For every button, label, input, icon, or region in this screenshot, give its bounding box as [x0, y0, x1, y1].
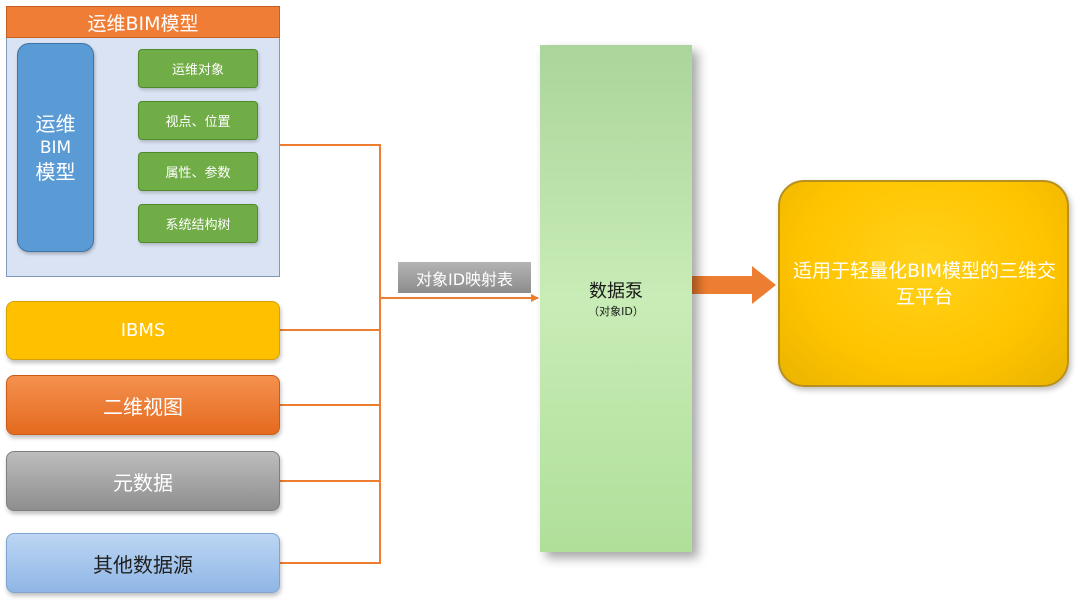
bim-core-box: 运维 BIM 模型 — [17, 43, 94, 252]
bim-item-ops-object: 运维对象 — [138, 49, 258, 88]
data-pump-box — [540, 45, 692, 552]
bim-core-line2: BIM — [39, 137, 72, 158]
other-to-bus-line — [280, 298, 381, 564]
bim-core-line1: 运维 — [35, 111, 76, 136]
bim-to-bus-line — [280, 144, 381, 298]
bim-item-system-tree: 系统结构树 — [138, 204, 258, 243]
bim-item-attributes: 属性、参数 — [138, 152, 258, 191]
ibms-box: IBMS — [6, 301, 280, 360]
other-sources-box: 其他数据源 — [6, 533, 280, 593]
platform-box — [778, 180, 1069, 387]
pump-to-platform-arrow — [692, 266, 776, 304]
mapping-table-label: 对象ID映射表 — [398, 262, 531, 293]
data-pump-subtitle: （对象ID） — [588, 305, 644, 318]
platform-text: 适用于轻量化BIM模型的三维交互平台 — [792, 260, 1057, 308]
view2d-box: 二维视图 — [6, 375, 280, 435]
bim-item-viewpoint: 视点、位置 — [138, 101, 258, 140]
data-pump-title: 数据泵 — [589, 281, 643, 302]
metadata-box: 元数据 — [6, 451, 280, 511]
bim-panel-title: 运维BIM模型 — [6, 6, 280, 38]
bim-core-line3: 模型 — [35, 159, 76, 184]
